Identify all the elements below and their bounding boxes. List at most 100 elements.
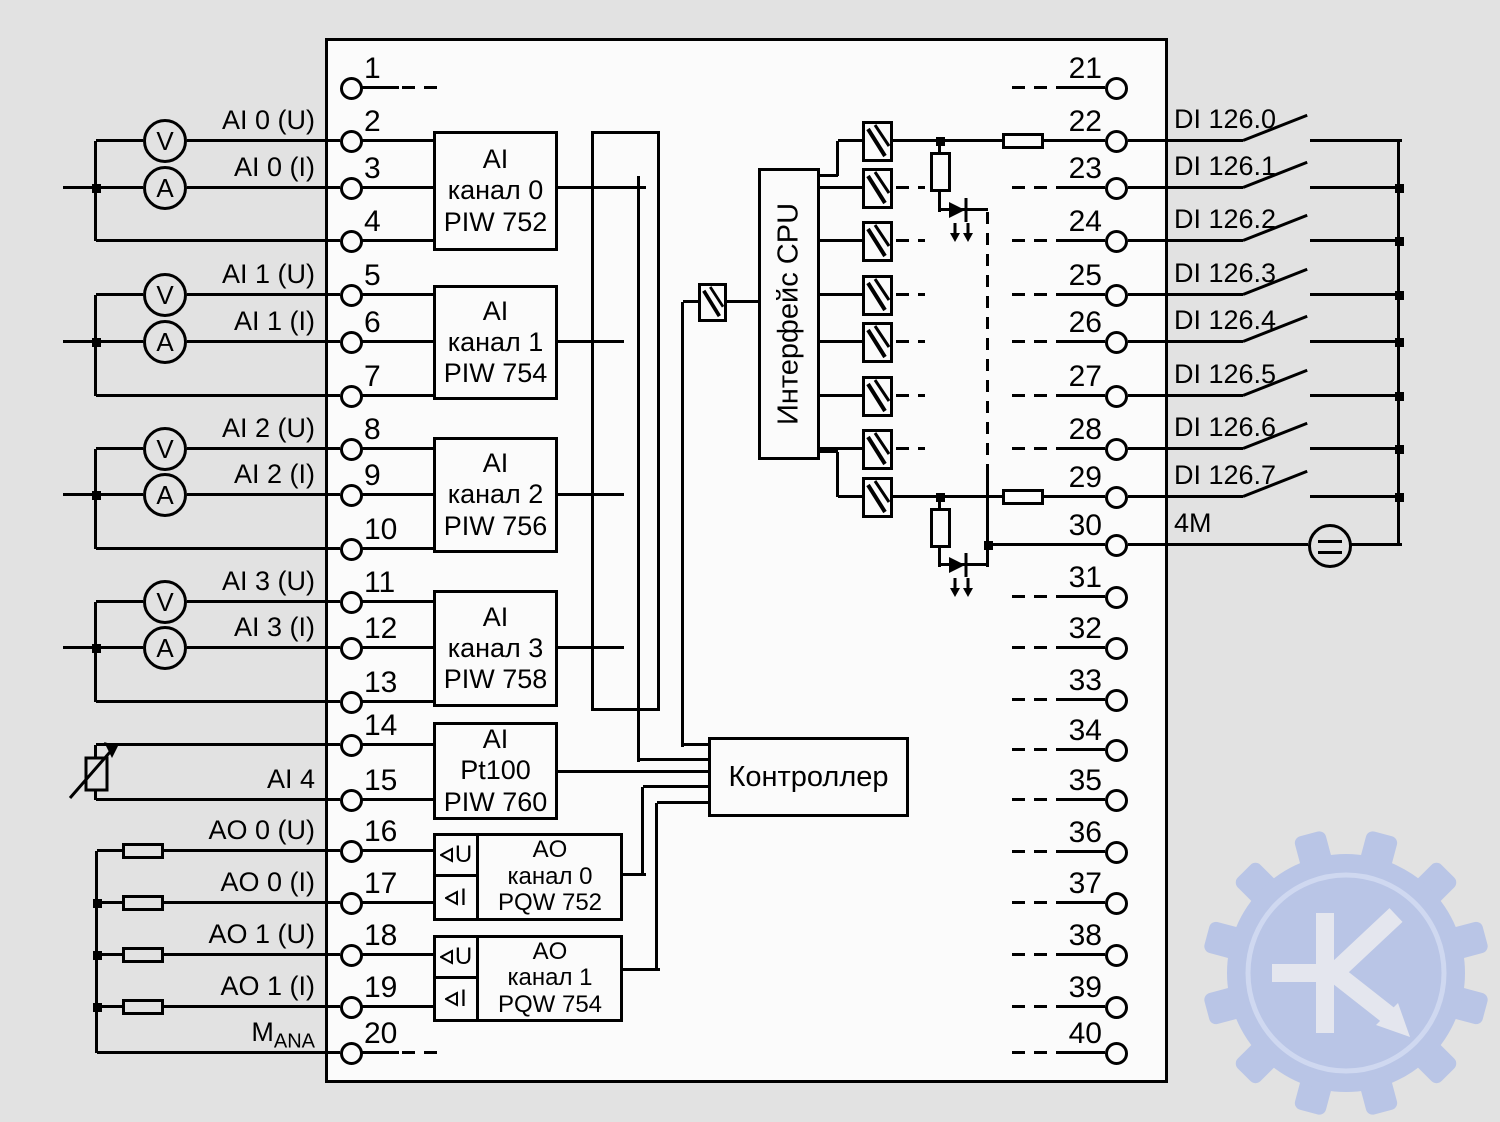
terminal-number: 32: [1068, 612, 1102, 645]
wire: [558, 186, 646, 189]
terminal-33[interactable]: [1105, 689, 1128, 712]
wire: [187, 186, 340, 189]
wire: [1056, 595, 1105, 598]
amplifier-triangle-icon: [439, 949, 453, 965]
terminal-31[interactable]: [1105, 586, 1128, 609]
terminal-21[interactable]: [1105, 77, 1128, 100]
terminal-number: 29: [1068, 461, 1102, 494]
di-label: DI 126.2: [1174, 204, 1277, 234]
terminal-number: 17: [364, 867, 398, 900]
wire: [187, 293, 340, 296]
terminal-3[interactable]: [340, 177, 363, 200]
terminal-27[interactable]: [1105, 385, 1128, 408]
wire-dashed: [986, 212, 989, 475]
terminal-9[interactable]: [340, 484, 363, 507]
terminal-26[interactable]: [1105, 331, 1128, 354]
optocoupler-icon: [862, 221, 893, 262]
ao-voltage-cell: U: [433, 833, 479, 877]
junction-dot: [1395, 338, 1404, 347]
terminal-38[interactable]: [1105, 944, 1128, 967]
junction-dot: [93, 899, 102, 908]
wire: [1310, 139, 1402, 142]
wire: [1056, 293, 1105, 296]
terminal-11[interactable]: [340, 591, 363, 614]
terminal-1[interactable]: [340, 77, 363, 100]
voltmeter-icon: V: [143, 580, 187, 624]
terminal-12[interactable]: [340, 637, 363, 660]
wire: [96, 700, 340, 703]
signal-label: MANA: [251, 1017, 315, 1053]
terminal-number: 34: [1068, 714, 1102, 747]
signal-label: AI 3 (I): [233, 612, 315, 642]
terminal-5[interactable]: [340, 284, 363, 307]
terminal-34[interactable]: [1105, 739, 1128, 762]
cpu-interface-box: Интерфейс CPU: [758, 168, 820, 460]
terminal-30[interactable]: [1105, 534, 1128, 557]
terminal-32[interactable]: [1105, 637, 1128, 660]
wire: [96, 239, 340, 242]
junction-dot: [1395, 392, 1404, 401]
wire-dashed: [896, 293, 925, 296]
wire-dashed: [1012, 698, 1056, 701]
wire: [938, 192, 941, 212]
terminal-22[interactable]: [1105, 130, 1128, 153]
terminal-number: 31: [1068, 561, 1102, 594]
terminal-37[interactable]: [1105, 892, 1128, 915]
terminal-35[interactable]: [1105, 789, 1128, 812]
signal-label: AI 2 (U): [221, 413, 315, 443]
terminal-7[interactable]: [340, 385, 363, 408]
ao-current-cell: I: [433, 874, 479, 921]
terminal-29[interactable]: [1105, 486, 1128, 509]
terminal-2[interactable]: [340, 130, 363, 153]
wire: [817, 239, 862, 242]
terminal-14[interactable]: [340, 734, 363, 757]
terminal-4[interactable]: [340, 230, 363, 253]
terminal-36[interactable]: [1105, 841, 1128, 864]
resistor: [930, 152, 951, 192]
terminal-number: 33: [1068, 664, 1102, 697]
terminal-8[interactable]: [340, 438, 363, 461]
wire: [362, 186, 433, 189]
terminal-19[interactable]: [340, 996, 363, 1019]
optocoupler-icon: [862, 322, 893, 363]
wire: [362, 394, 433, 397]
wire: [362, 953, 433, 956]
wire: [187, 139, 340, 142]
terminal-6[interactable]: [340, 331, 363, 354]
wire: [623, 968, 660, 971]
wire-dashed: [896, 394, 925, 397]
terminal-39[interactable]: [1105, 996, 1128, 1019]
wire-dashed: [1012, 953, 1056, 956]
terminal-28[interactable]: [1105, 438, 1128, 461]
wire: [1310, 340, 1402, 343]
wire: [362, 600, 433, 603]
signal-label: AI 2 (I): [233, 459, 315, 489]
terminal-18[interactable]: [340, 944, 363, 967]
terminal-25[interactable]: [1105, 284, 1128, 307]
resistor: [930, 508, 951, 548]
terminal-10[interactable]: [340, 538, 363, 561]
junction-dot: [936, 493, 945, 502]
terminal-13[interactable]: [340, 691, 363, 714]
signal-label: AI 0 (I): [233, 152, 315, 182]
terminal-15[interactable]: [340, 789, 363, 812]
wire: [362, 1005, 433, 1008]
wire: [643, 785, 708, 788]
terminal-24[interactable]: [1105, 230, 1128, 253]
terminal-number: 14: [364, 709, 398, 742]
terminal-40[interactable]: [1105, 1042, 1128, 1065]
terminal-23[interactable]: [1105, 177, 1128, 200]
terminal-16[interactable]: [340, 840, 363, 863]
wire: [817, 293, 862, 296]
wire: [96, 798, 340, 801]
ammeter-icon: A: [143, 166, 187, 210]
terminal-17[interactable]: [340, 892, 363, 915]
terminal-20[interactable]: [340, 1042, 363, 1065]
wire: [1056, 698, 1105, 701]
amplifier-triangle-icon: [445, 889, 459, 906]
terminal-number: 13: [364, 666, 398, 699]
wire: [94, 745, 97, 758]
wire: [1128, 139, 1243, 142]
cpu-interface-label: Интерфейс CPU: [772, 202, 805, 426]
